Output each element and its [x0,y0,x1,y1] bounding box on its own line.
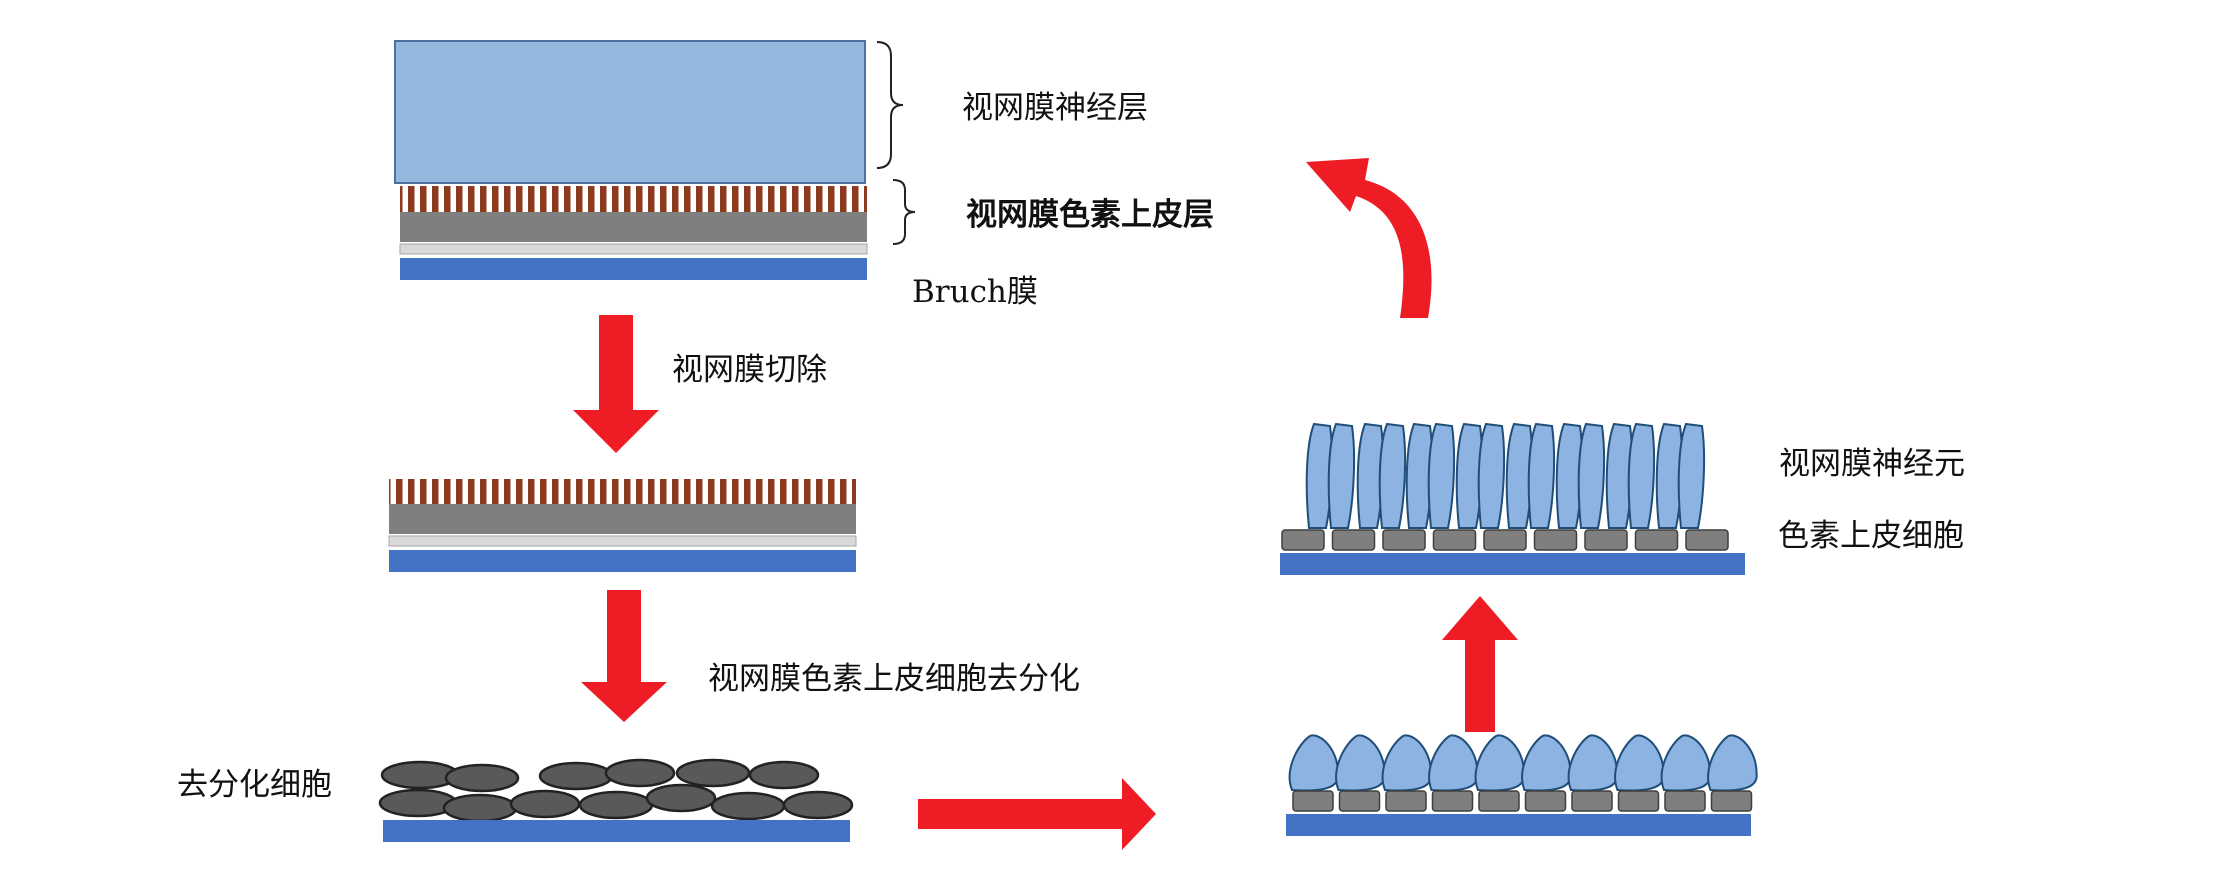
red-arrow-down-2 [581,590,667,722]
neuron-cell [1327,422,1356,529]
regenerating-cell [1614,734,1665,792]
epithelial-cell [1584,529,1628,551]
dedifferentiated-cell [538,761,614,791]
regenerating-cell [1428,734,1479,792]
regenerating-cell [1381,734,1433,792]
regenerating-cell [1567,734,1619,792]
stage-retina-removed [388,479,857,572]
neuron-cell [1527,422,1556,529]
epithelial-cell [1478,790,1520,812]
dedifferentiated-cell [442,793,518,823]
neuron-cell [1627,422,1656,529]
epithelial-cell [1710,790,1753,812]
neuron-cell [1577,422,1606,529]
regenerating-cell [1288,734,1340,792]
regenerating-cell [1660,734,1712,792]
dedifferentiated-cell [578,790,654,820]
stage-regenerated: 视网膜神经元 色素上皮细胞 [1280,422,1965,575]
stage-intact-retina: 视网膜神经层 视网膜色素上皮层 Bruch膜 [394,40,1214,310]
bruch-membrane [383,820,850,842]
epithelial-cell [1685,529,1729,551]
regenerating-cell [1335,734,1386,792]
epithelial-cell [1634,529,1679,551]
dedifferentiated-cell [509,789,581,819]
bruch-membrane [400,258,867,280]
regen-epithelial-cells [1292,790,1753,812]
rpe-cell-layer [389,504,856,534]
dedifferentiated-cell [748,760,820,790]
rpe-cell-layer [400,212,867,242]
bruch-membrane [389,550,856,572]
rpe-microvilli [389,479,856,504]
dedifferentiated-cells-label: 去分化细胞 [177,767,332,803]
epithelial-cell [1483,529,1527,551]
neural-layer-label: 视网膜神经层 [962,90,1148,126]
regenerating-cell [1474,734,1526,792]
neural-retina-layer [394,40,866,184]
epithelial-cell [1524,790,1567,812]
regenerating-cells [1288,734,1758,792]
epithelial-cell [1617,790,1660,812]
epithelial-cell [1431,790,1474,812]
neural-layer-brace [876,41,904,169]
rpe-microvilli [400,186,867,212]
bruch-membrane-label: Bruch膜 [912,274,1038,310]
neuron-cell [1378,422,1407,529]
epithelial-cell [1292,790,1334,812]
rpe-basal-layer [388,535,857,547]
neuron-cell [1427,422,1456,529]
dedifferentiated-cell [675,758,751,788]
rpe-layer-brace [892,179,916,245]
epithelial-cell [1338,790,1381,812]
dedifferentiated-cell [645,783,717,813]
epithelial-cell [1331,529,1376,551]
epithelial-cell [1382,529,1426,551]
neuron-cell [1677,422,1706,529]
rpe-layer-label: 视网膜色素上皮层 [966,197,1214,233]
epithelial-cells-label: 色素上皮细胞 [1778,518,1964,554]
dedifferentiated-cell [710,791,786,821]
red-curved-arrow [1306,158,1432,318]
epithelial-cell [1385,790,1427,812]
regen-epithelial-cells-2 [1281,529,1729,551]
red-arrow-up [1442,596,1518,732]
epithelial-cell [1533,529,1578,551]
epithelial-cell [1664,790,1706,812]
stage-dedifferentiated: 去分化细胞 [177,758,854,842]
neurons-label: 视网膜神经元 [1779,446,1965,482]
regenerated-neurons [1305,422,1706,529]
bruch-membrane [1286,814,1751,836]
epithelial-cell [1432,529,1477,551]
dedifferentiation-label: 视网膜色素上皮细胞去分化 [708,661,1080,697]
bruch-membrane [1280,553,1745,575]
dedifferentiated-cell [782,790,854,820]
red-arrow-right [918,778,1156,850]
regenerating-cell [1521,734,1572,792]
dedifferentiated-cells [378,758,854,823]
epithelial-cell [1281,529,1325,551]
red-arrow-down-1 [573,315,659,453]
neuron-cell [1477,422,1506,529]
dedifferentiated-cell [604,758,676,788]
rpe-basal-layer [399,243,868,255]
epithelial-cell [1571,790,1613,812]
retinectomy-label: 视网膜切除 [672,352,827,388]
dedifferentiated-cell [444,763,520,793]
regenerating-cell [1707,734,1758,792]
stage-regenerating [1286,734,1758,836]
